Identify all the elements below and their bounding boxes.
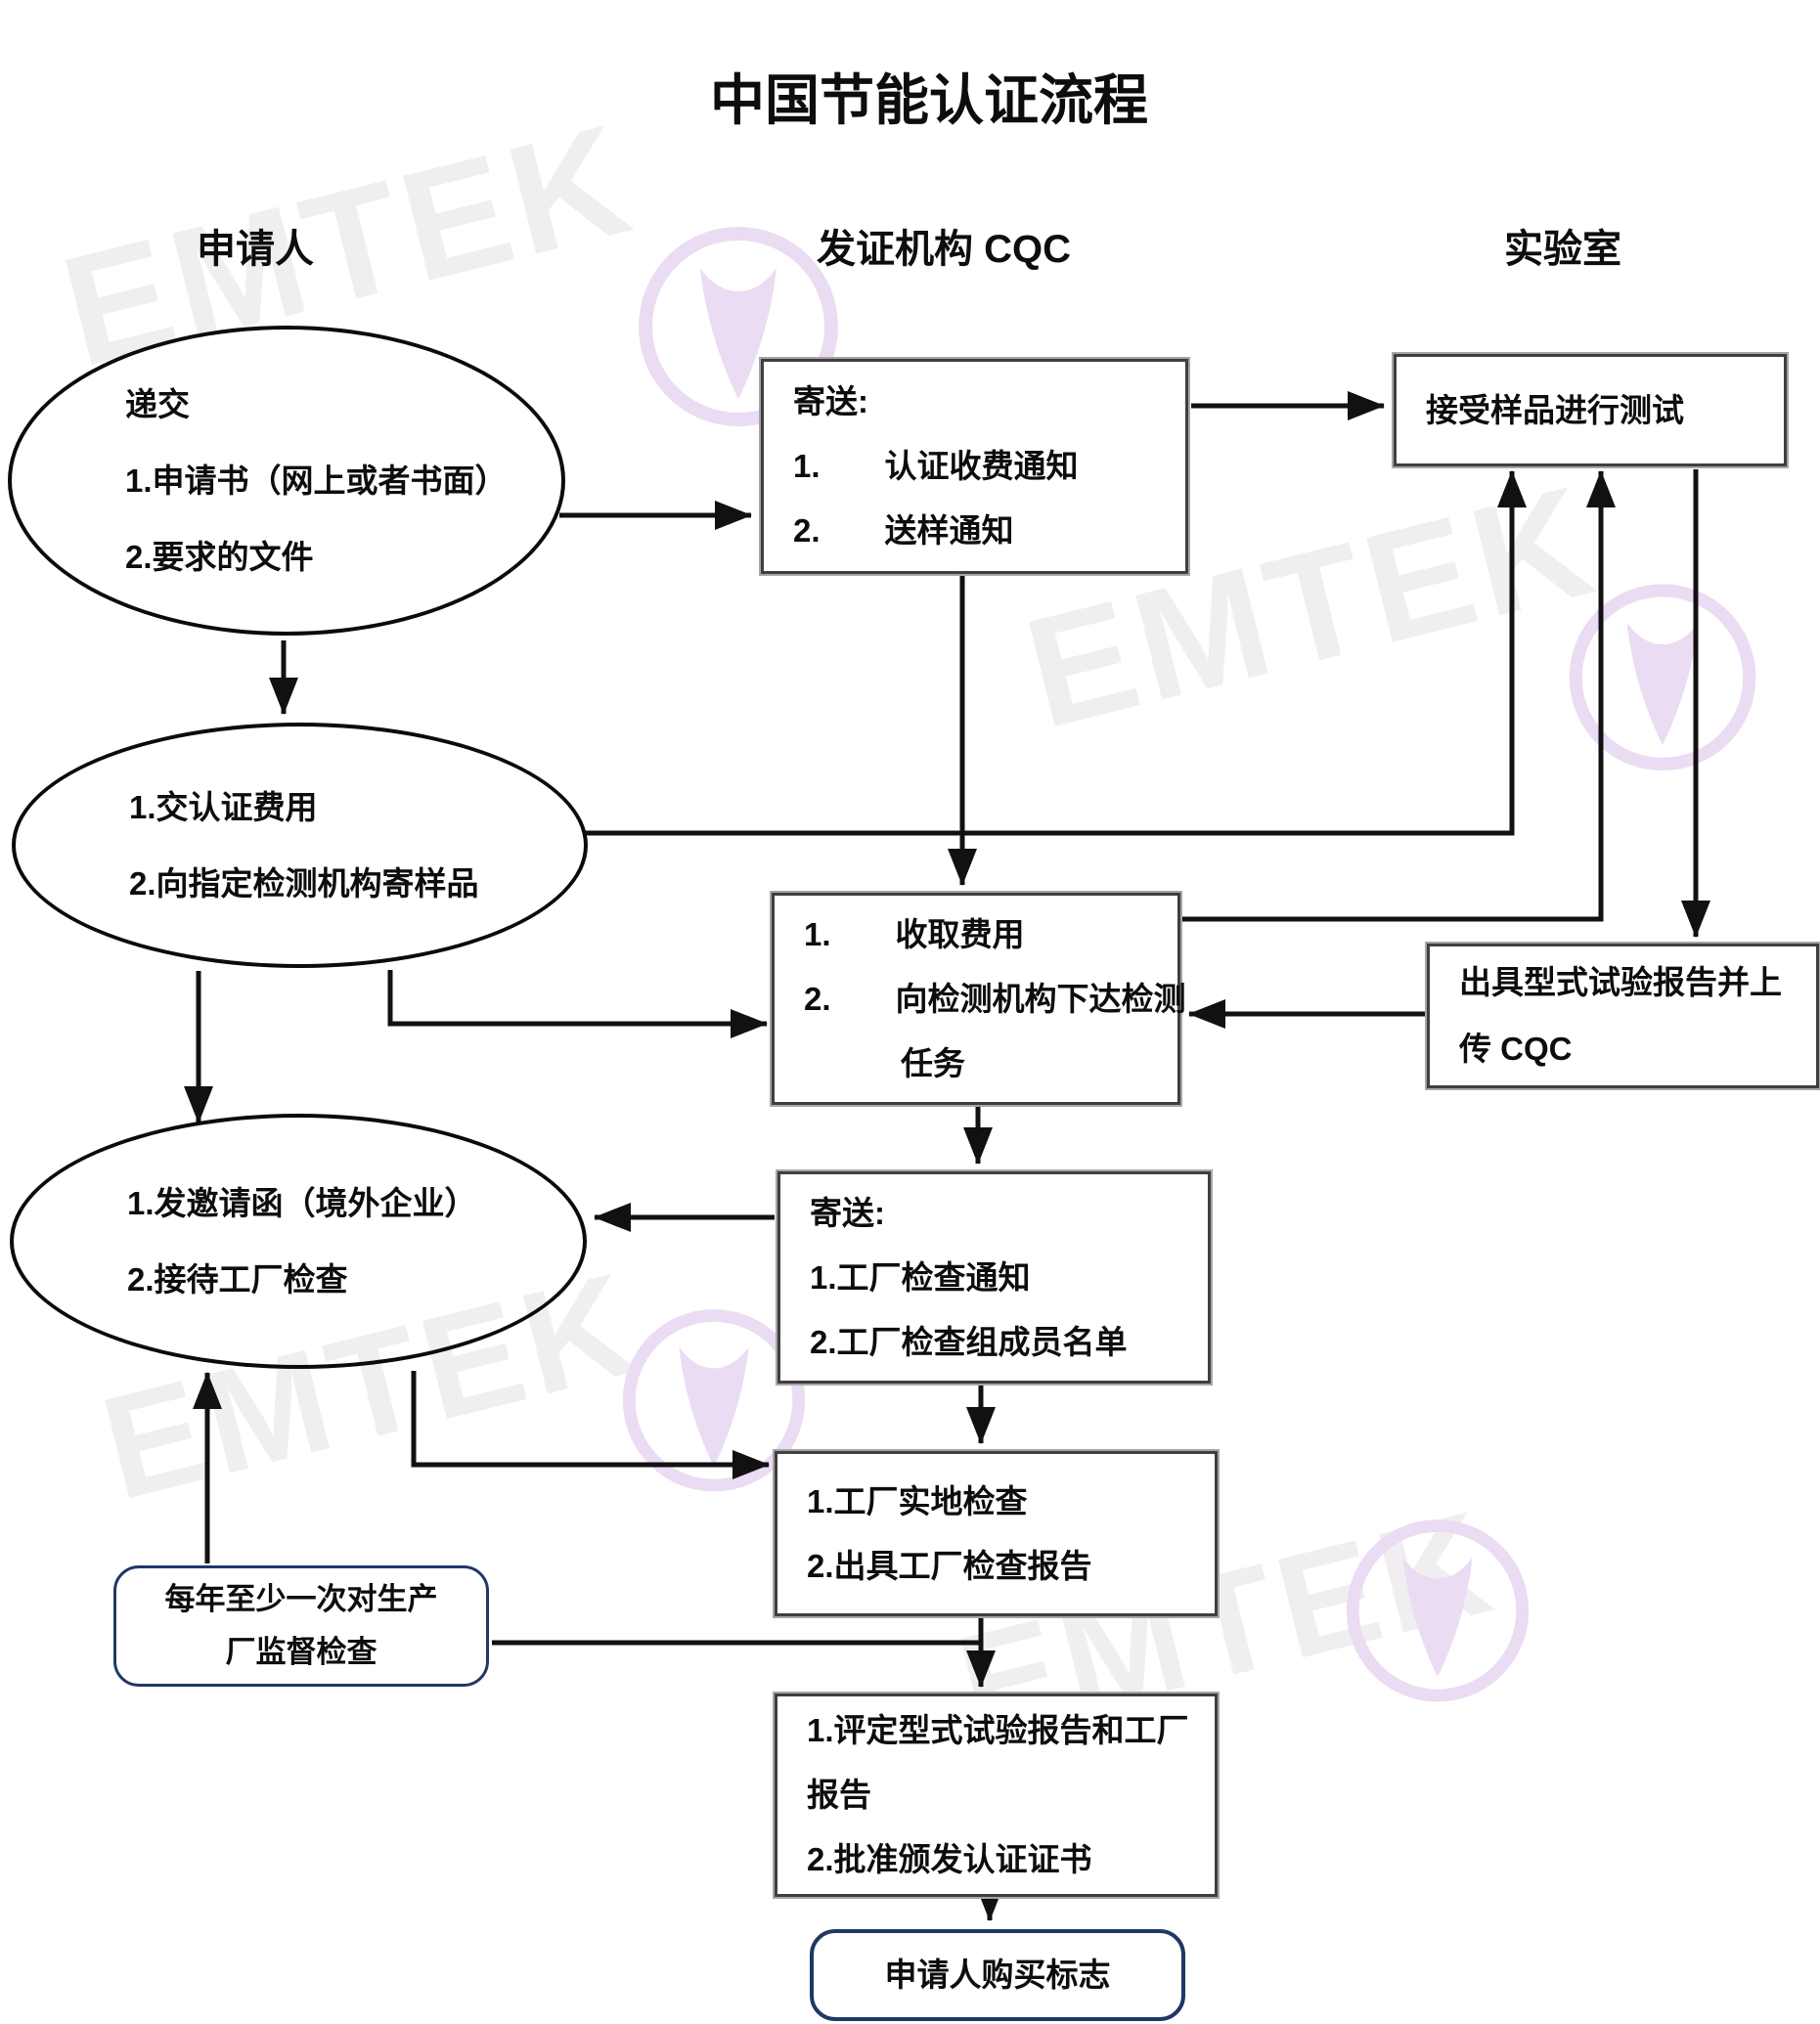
node-submit-documents: 递交 1.申请书（网上或者书面） 2.要求的文件: [8, 326, 565, 636]
column-header-applicant: 申请人: [197, 228, 314, 271]
node-factory-inspection-notice: 寄送: 1.工厂检查通知 2.工厂检查组成员名单: [777, 1171, 1211, 1384]
node-evaluate-and-approve: 1.评定型式试验报告和工厂 报告 2.批准颁发认证证书: [775, 1694, 1218, 1897]
column-header-cqc: 发证机构 CQC: [817, 228, 1071, 271]
node-lab-test-sample: 接受样品进行测试: [1394, 354, 1787, 466]
node-annual-supervision: 每年至少一次对生产 厂监督检查: [113, 1565, 489, 1687]
arrow-pay-to-labtest: [583, 470, 1527, 836]
page-title: 中国节能认证流程: [710, 69, 1148, 131]
node-issue-test-report: 出具型式试验报告并上 传 CQC: [1427, 944, 1819, 1088]
arrow-pay-to-collectfee: [387, 970, 768, 1038]
node-fee-and-sample-notice: 寄送: 1. 认证收费通知 2. 送样通知: [761, 359, 1188, 574]
node-buy-mark: 申请人购买标志: [810, 1929, 1185, 2021]
arrow-collectfee-to-labtest: [1182, 470, 1616, 922]
column-header-lab: 实验室: [1504, 228, 1621, 271]
node-collect-fee-assign-test: 1. 收取费用 2. 向检测机构下达检测 任务: [772, 893, 1186, 1105]
node-invitation-reception: 1.发邀请函（境外企业） 2.接待工厂检查: [10, 1114, 587, 1369]
node-pay-and-send-sample: 1.交认证费用 2.向指定检测机构寄样品: [12, 723, 588, 968]
node-factory-inspection: 1.工厂实地检查 2.出具工厂检查报告: [775, 1451, 1218, 1616]
arrow-invitation-to-inspection: [411, 1371, 770, 1479]
